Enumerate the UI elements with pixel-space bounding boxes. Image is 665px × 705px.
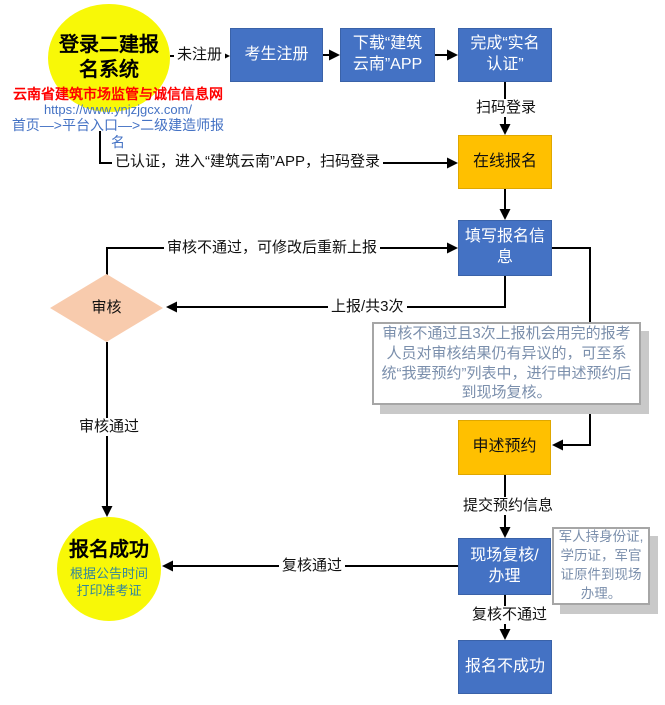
edge-label-review-fail-resubmit: 审核不通过，可修改后重新上报 [164,239,381,257]
edge-label-submit-3-times: 上报/共3次 [328,298,407,316]
step-candidate-register-label: 考生注册 [244,45,309,63]
note-appeal-info: 审核不通过且3次上报机会用完的报考人员对审核结果仍有异议的，可至系统“我要预约”… [372,322,641,405]
step-download-app: 下载“建筑云南”APP [340,28,435,82]
step-online-signup: 在线报名 [458,135,552,189]
step-online-signup-label: 在线报名 [472,152,537,170]
step-appeal-booking-label: 申述预约 [472,438,537,456]
step-appeal-booking: 申述预约 [458,420,551,475]
end-circle-success-label: 报名成功 [69,539,149,562]
start-circle-login: 登录二建报名系统 [48,4,170,112]
step-download-app-label: 下载“建筑云南”APP [352,35,423,73]
note-military-docs: 军人持身份证,学历证，军官证原件到现场办理。 [552,527,650,605]
step-fill-info-label: 填写报名信息 [464,228,545,266]
step-fill-info: 填写报名信息 [458,220,552,276]
end-circle-success-sublabel: 根据公告时间打印准考证 [69,566,148,598]
edge-label-scan-login: 扫码登录 [473,99,540,117]
step-onsite-review-label: 现场复核/办理 [470,546,539,585]
step-signup-fail: 报名不成功 [458,640,552,694]
step-realname-auth: 完成“实名认证” [458,28,552,82]
step-candidate-register: 考生注册 [230,28,323,82]
step-signup-fail-label: 报名不成功 [464,657,545,675]
edge-label-authed-scan-login: 已认证，进入“建筑云南”APP，扫码登录 [112,153,384,171]
edge-label-recheck-fail: 复核不通过 [469,606,551,624]
edge-label-recheck-pass: 复核通过 [279,557,346,575]
step-realname-auth-label: 完成“实名认证” [470,35,540,73]
decision-review-label: 审核 [91,299,122,317]
site-url-link[interactable]: https://www.ynjzjgcx.com/ [43,102,193,118]
note-military-docs-text: 军人持身份证,学历证，军官证原件到现场办理。 [558,529,644,601]
note-appeal-info-text: 审核不通过且3次上报机会用完的报考人员对审核结果仍有异议的，可至系统“我要预约”… [381,324,632,402]
site-caption: 云南省建筑市场监管与诚信信息网 https://www.ynjzjgcx.com… [8,86,228,150]
edge-label-not-registered: 未注册 [174,46,226,64]
edge-label-review-pass: 审核通过 [76,418,143,436]
start-circle-label: 登录二建报名系统 [59,34,159,81]
step-onsite-review: 现场复核/办理 [458,538,551,595]
end-circle-success: 报名成功 根据公告时间打印准考证 [57,517,161,621]
edge-label-submit-booking-info: 提交预约信息 [460,497,557,515]
site-name-text: 云南省建筑市场监管与诚信信息网 [13,86,223,102]
site-nav-path-text: 首页—>平台入口—>二级建造师报名 [11,117,225,150]
